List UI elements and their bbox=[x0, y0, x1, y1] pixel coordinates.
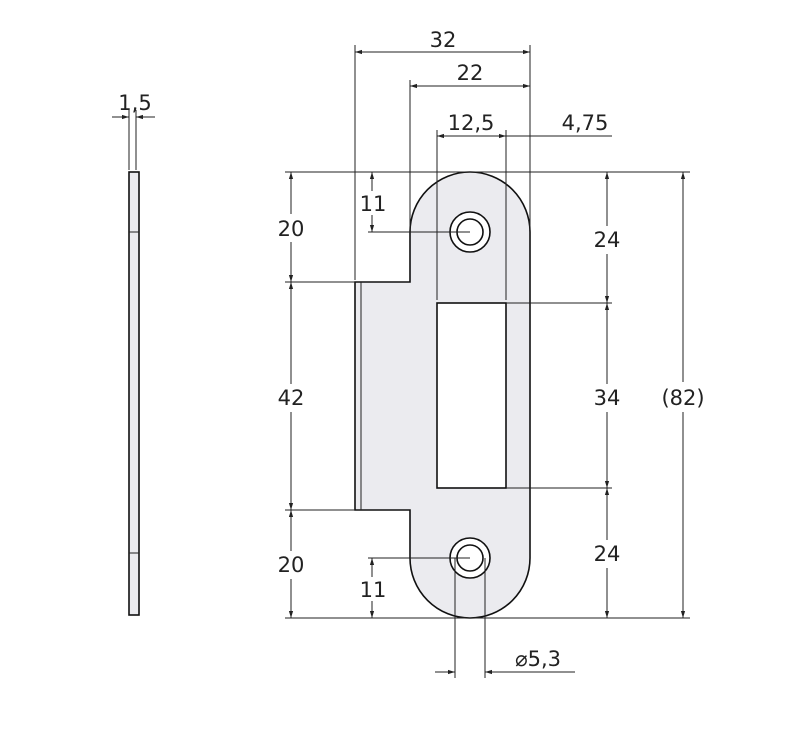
dim-4-75: 4,75 bbox=[562, 111, 609, 135]
dim-34: 34 bbox=[594, 386, 621, 410]
dim-82: (82) bbox=[661, 386, 704, 410]
dim-24-top: 24 bbox=[594, 228, 621, 252]
side-plate bbox=[128, 171, 140, 616]
front-view: 32 22 12,5 4,75 20 42 20 11 11 bbox=[274, 28, 714, 678]
dim-hole-diameter: ⌀5,3 bbox=[515, 647, 561, 671]
dim-22: 22 bbox=[457, 61, 484, 85]
dim-42: 42 bbox=[278, 386, 305, 410]
dim-32: 32 bbox=[430, 28, 457, 52]
dim-20-top: 20 bbox=[278, 217, 305, 241]
dim-11-top: 11 bbox=[360, 192, 387, 216]
thickness-label: 1,5 bbox=[118, 91, 151, 115]
dim-24-bottom: 24 bbox=[594, 542, 621, 566]
dim-11-bottom: 11 bbox=[360, 578, 387, 602]
dim-12-5: 12,5 bbox=[448, 111, 495, 135]
latch-slot bbox=[436, 302, 507, 489]
side-view: 1,5 bbox=[112, 91, 155, 616]
dim-20-bottom: 20 bbox=[278, 553, 305, 577]
